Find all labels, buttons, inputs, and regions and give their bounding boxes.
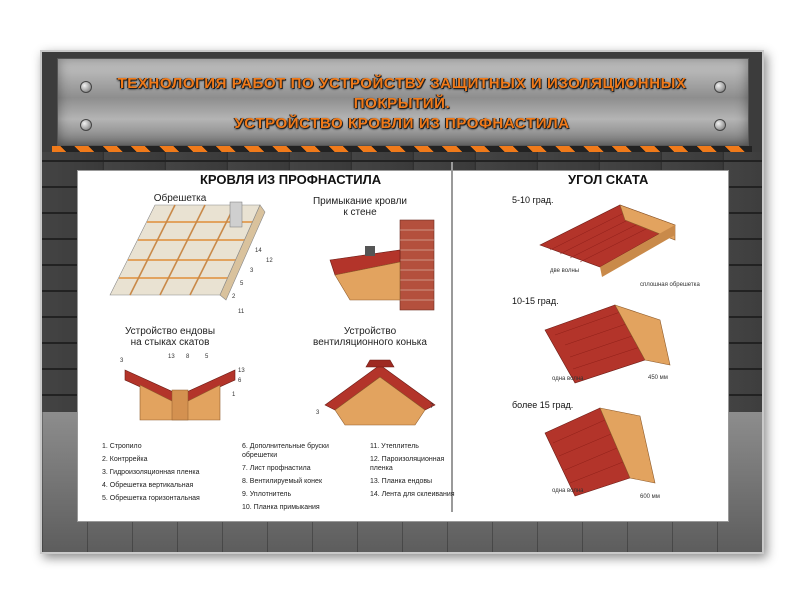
grade-label: более 15 град. [512,400,574,410]
label-5: 5 [240,281,244,287]
note-odna-volna: одна волна [552,488,584,494]
roof-slope-10-15-diagram [544,304,671,384]
legend-item: 11. Утеплитель [370,443,419,450]
label-6: 6 [238,378,242,384]
note-450mm: 450 мм [648,375,668,381]
grade-label: 10-15 град. [512,296,559,306]
page-title: ТЕХНОЛОГИЯ РАБОТ ПО УСТРОЙСТВУ ЗАЩИТНЫХ … [82,74,722,134]
column-divider [451,162,453,512]
caption-obreshetka: Обрешетка [153,193,207,204]
caption-primykanie: Примыкание кровли к стене [312,196,407,218]
grade-label: 5-10 град. [512,195,554,205]
label-8: 8 [186,354,190,360]
screw-icon [80,81,92,93]
screw-icon [714,119,726,131]
legend-item: 6. Дополнительные бруски обрешетки [242,443,329,459]
legend-item: 4. Обрешетка вертикальная [102,482,194,489]
legend-item: 7. Лист профнастила [242,465,311,472]
note-dve-volny: две волны [550,268,580,274]
right-heading: УГОЛ СКАТА [568,172,649,187]
caption-endova: Устройство ендовы на стыках скатов [124,326,216,348]
label-7: 7 [430,404,434,410]
label-5: 5 [205,354,209,360]
legend-item: 12. Пароизоляционная пленка [370,456,445,472]
note-600mm: 600 мм [640,494,660,500]
label-3: 3 [250,268,254,274]
legend-item: 10. Планка примыкания [242,504,320,511]
legend-item: 1. Стропило [102,443,142,450]
note-odna-volna: одна волна [552,376,584,382]
hazard-stripe [52,146,752,152]
header-metal-plate [57,58,749,146]
legend-item: 3. Гидроизоляционная пленка [102,469,200,476]
label-1: 1 [232,392,236,398]
screw-icon [714,81,726,93]
legend-item: 13. Планка ендовы [370,478,433,485]
legend-item: 9. Уплотнитель [242,491,292,498]
legend-item: 8. Вентилируемый конек [242,478,323,485]
roof-slope-5-10-diagram [539,204,676,277]
label-2: 2 [232,294,236,300]
label-12: 12 [266,258,273,264]
konek-diagram [324,359,436,426]
caption-konek: Устройство вентиляционного конька [313,326,427,348]
legend-item: 2. Контррейка [102,456,148,463]
title-line-1: ТЕХНОЛОГИЯ РАБОТ ПО УСТРОЙСТВУ ЗАЩИТНЫХ … [117,75,687,112]
screw-icon [80,119,92,131]
label-3: 3 [120,358,124,364]
label-13: 13 [168,354,175,360]
legend-item: 5. Обрешетка горизонтальная [102,495,200,502]
legend-item: 14. Лента для склеивания [370,491,455,498]
endova-diagram [124,369,236,421]
left-heading: КРОВЛЯ ИЗ ПРОФНАСТИЛА [200,172,382,187]
primykanie-diagram [329,219,435,311]
label-3: 3 [316,410,320,416]
label-14: 14 [255,248,262,254]
note-sploshnaya: сплошная обрешетка [640,282,700,288]
label-13: 13 [238,368,245,374]
title-line-2: УСТРОЙСТВО КРОВЛИ ИЗ ПРОФНАСТИЛА [234,115,570,132]
label-11: 11 [238,309,245,315]
obreshetka-diagram [109,201,266,301]
roof-slope-15-plus-diagram [544,407,656,497]
